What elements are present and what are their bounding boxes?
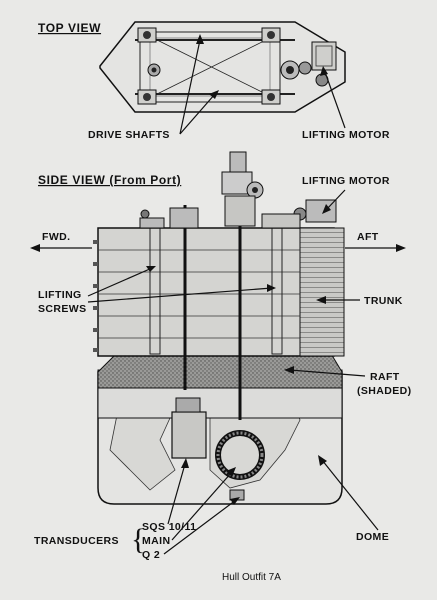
top-view-drawing <box>99 21 346 113</box>
lifting-motor-top-label: LIFTING MOTOR <box>302 129 390 141</box>
transducers-label: TRANSDUCERS <box>34 535 119 547</box>
sqs-label: SQS 10/11 <box>142 521 196 533</box>
fwd-label: FWD. <box>42 231 70 243</box>
side-view-drawing <box>93 151 345 505</box>
main-label: MAIN <box>142 535 170 547</box>
side-view-title: SIDE VIEW (From Port) <box>38 173 181 187</box>
top-view-title: TOP VIEW <box>38 21 101 35</box>
lifting-screws-label-line1: LIFTING <box>38 289 82 301</box>
aft-label: AFT <box>357 231 379 243</box>
raft-label: RAFT <box>370 371 400 383</box>
trunk-label: TRUNK <box>364 295 403 307</box>
lifting-motor-side-label: LIFTING MOTOR <box>302 175 390 187</box>
dome-label: DOME <box>356 531 389 543</box>
q2-label: Q 2 <box>142 549 160 561</box>
shaded-label: (SHADED) <box>357 385 412 397</box>
lifting-screws-label-line2: SCREWS <box>38 303 87 315</box>
figure-caption: Hull Outfit 7A <box>222 572 281 583</box>
transducers-brace: { <box>131 523 145 556</box>
drive-shafts-label: DRIVE SHAFTS <box>88 129 170 141</box>
